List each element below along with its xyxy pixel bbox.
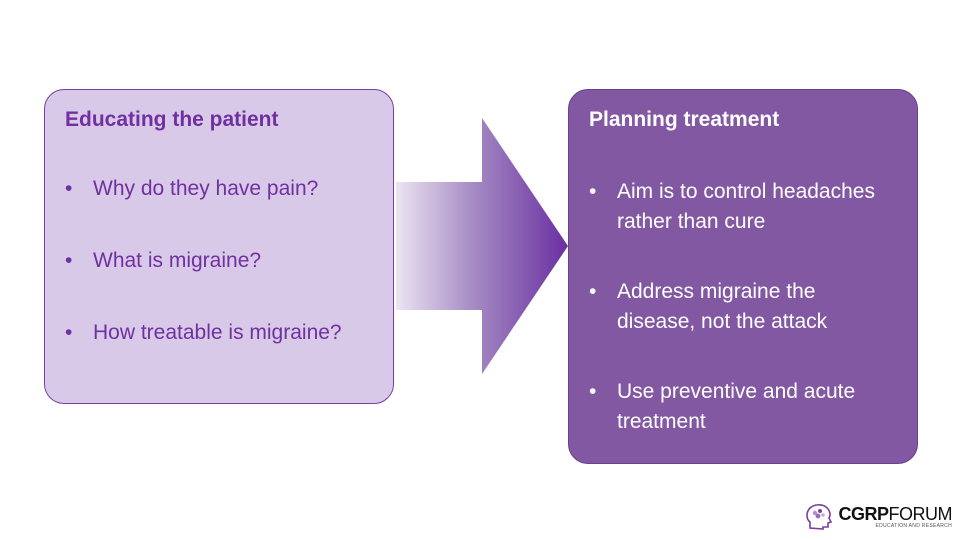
list-item: What is migraine?: [65, 246, 373, 284]
bullet-list: Aim is to control headaches rather than …: [589, 177, 897, 437]
bullet-list: Why do they have pain? What is migraine?…: [65, 174, 373, 356]
list-item: Use preventive and acute treatment: [589, 377, 897, 437]
list-item: Address migraine the disease, not the at…: [589, 277, 897, 337]
logo-subtitle: EDUCATION AND RESEARCH: [875, 523, 952, 529]
cgrp-forum-logo: CGRPFORUM EDUCATION AND RESEARCH: [804, 502, 952, 532]
list-item: Aim is to control headaches rather than …: [589, 177, 897, 237]
head-brain-icon: [806, 504, 833, 530]
right-arrow-shape: [396, 118, 568, 374]
box-title: Planning treatment: [589, 108, 780, 131]
patient-education-box: Educating the patient Why do they have p…: [44, 89, 394, 404]
box-title: Educating the patient: [65, 108, 279, 131]
list-item: How treatable is migraine?: [65, 318, 373, 356]
logo-bold-text: CGRP: [838, 504, 889, 524]
list-item: Why do they have pain?: [65, 174, 373, 212]
treatment-planning-box: Planning treatment Aim is to control hea…: [568, 89, 918, 464]
logo-thin-text: FORUM: [888, 504, 953, 524]
